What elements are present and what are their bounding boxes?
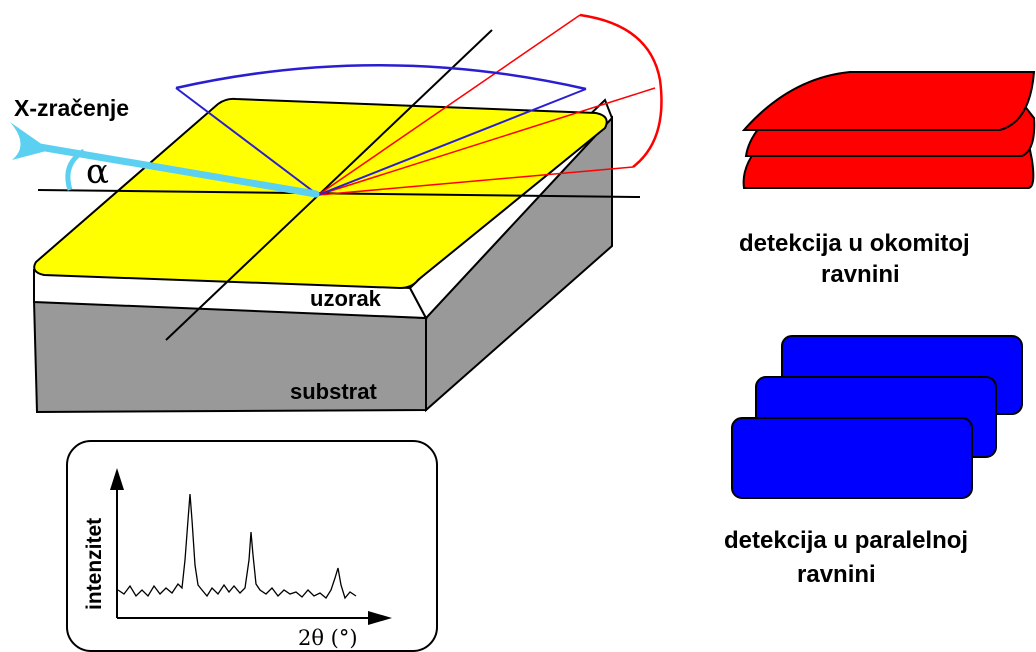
inset-x-arrow-icon (368, 611, 392, 625)
xray-arrowhead-icon (10, 122, 50, 160)
perpendicular-label-line2: ravnini (821, 261, 900, 288)
xray-label: X-zračenje (14, 95, 129, 121)
alpha-label: α (86, 152, 109, 192)
parallel-label-line2: ravnini (797, 561, 876, 588)
blue-plane-front (731, 417, 973, 499)
diffraction-pattern-inset: intenzitet 2θ (°) (66, 440, 438, 652)
red-detection-arc (579, 13, 663, 168)
substrate-label: substrat (290, 379, 377, 404)
inset-xlabel: 2θ (°) (298, 626, 358, 650)
red-plane-top (741, 71, 1036, 131)
xray-beam-line (24, 141, 320, 198)
blue-ray-1 (175, 87, 319, 196)
parallel-detection-fan (175, 64, 587, 196)
perpendicular-planes-icon (741, 71, 1036, 189)
perpendicular-label-line1: detekcija u okomitoj (739, 230, 970, 257)
perpendicular-detection-fan (317, 13, 663, 196)
sample-block (32, 97, 614, 414)
inset-ylabel: intenzitet (83, 518, 106, 610)
blue-ray-2 (317, 88, 587, 196)
red-ray-2 (317, 87, 656, 196)
xray-beam (10, 122, 320, 198)
blue-detection-arc (175, 64, 587, 91)
incidence-angle-arc (65, 148, 86, 191)
axis-line-diagonal (165, 29, 493, 341)
inset-y-arrow-icon (110, 468, 124, 490)
parallel-label-line1: detekcija u paralelnoj (724, 527, 968, 554)
parallel-planes-icon (731, 335, 1023, 499)
red-ray-3 (317, 166, 634, 196)
red-ray-1 (317, 14, 581, 196)
diffraction-curve (117, 493, 357, 600)
sample-label: uzorak (310, 286, 382, 311)
